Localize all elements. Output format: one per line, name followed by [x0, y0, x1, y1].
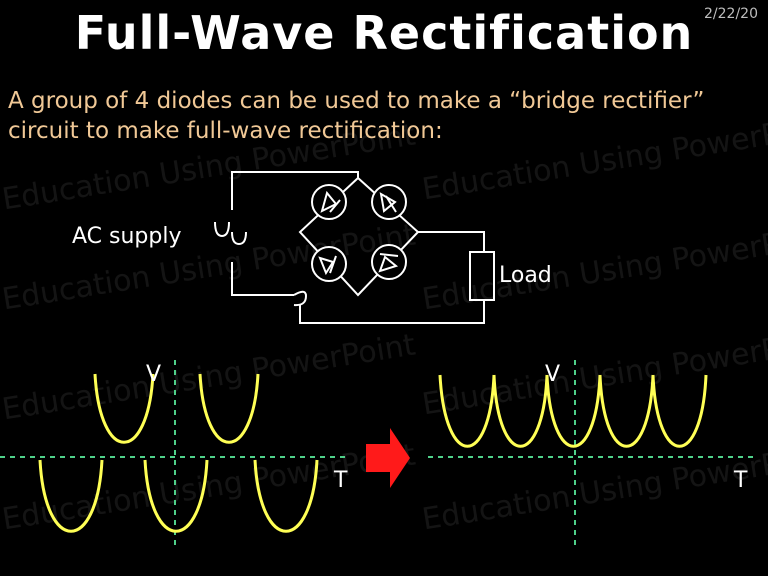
load-label: Load — [499, 263, 552, 288]
ac-bottom-wire — [231, 262, 294, 296]
ac-symbol — [214, 221, 247, 246]
diode-bottom-left — [311, 246, 347, 282]
diode-top-right — [371, 184, 407, 220]
ac-supply-label: AC supply — [72, 224, 182, 249]
left-graph-wave — [38, 373, 319, 533]
slide-date: 2/22/20 — [704, 6, 758, 22]
right-graph-wave — [438, 374, 708, 448]
right-graph-t-label: T — [734, 468, 748, 493]
left-graph-t-label: T — [334, 468, 348, 493]
bridge-circuit — [214, 171, 495, 324]
wire-crossover — [293, 290, 308, 307]
diode-bottom-right — [371, 244, 407, 280]
ac-top-wire — [231, 171, 359, 210]
slide-title: Full-Wave Rectification — [74, 6, 694, 60]
load-resistor — [469, 251, 495, 301]
diode-top-left — [311, 184, 347, 220]
right-graph-axes — [428, 360, 758, 548]
right-graph-v-label: V — [545, 362, 561, 387]
bottom-wire — [299, 300, 485, 324]
slide-body-text: A group of 4 diodes can be used to make … — [8, 88, 705, 144]
left-graph-v-label: V — [146, 362, 162, 387]
load-top-wire — [418, 231, 485, 252]
arrow-icon — [366, 428, 410, 488]
left-graph-axes — [0, 360, 345, 548]
